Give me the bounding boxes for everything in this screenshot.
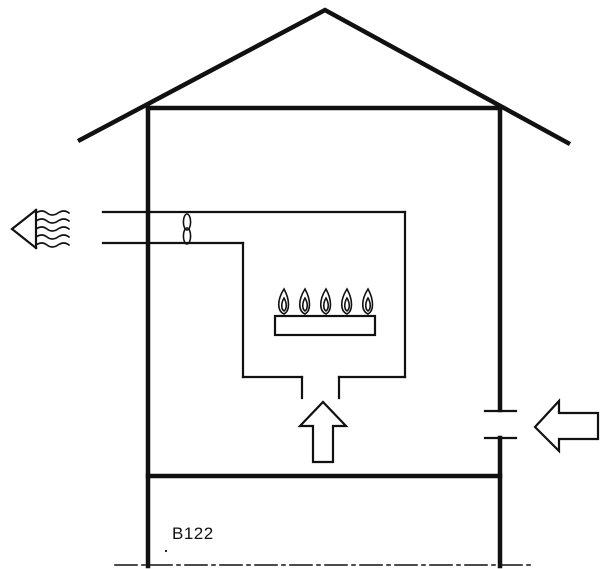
gas-burner-flames-icon (277, 287, 374, 315)
flue-duct (101, 210, 407, 379)
combustion-air-arrow-icon (297, 400, 349, 464)
figure-code-label: B122 (172, 524, 214, 543)
wall-air-inlet (483, 409, 518, 440)
roof-outline (76, 7, 572, 147)
appliance-casing (241, 375, 407, 400)
fan-impeller-icon (182, 213, 192, 245)
fresh-air-inlet-arrow-icon (533, 398, 600, 454)
exhaust-flow-arrow-icon (10, 208, 71, 250)
burner-bar (273, 314, 377, 337)
scan-dot (164, 549, 168, 553)
